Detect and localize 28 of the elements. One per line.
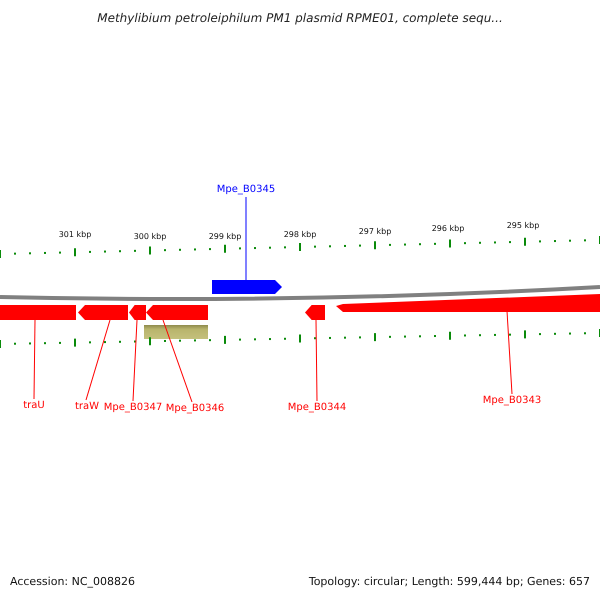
scale-label: 297 kbp <box>358 227 392 236</box>
gene-feature <box>305 305 325 320</box>
leader-line <box>316 320 318 402</box>
scale-label: 300 kbp <box>134 232 166 241</box>
title: Methylibium petroleiphilum PM1 plasmid RPME01, complete sequ... <box>97 11 503 25</box>
scale-label: 295 kbp <box>506 221 540 230</box>
accession-text: Accession: NC_008826 <box>10 575 136 588</box>
leader-line <box>34 320 36 400</box>
gene-label: Mpe_B0347 <box>104 402 162 414</box>
scale-label: 301 kbp <box>58 230 92 239</box>
leader-line <box>132 320 138 402</box>
gene-feature <box>129 305 146 320</box>
scale-label: 296 kbp <box>432 224 464 233</box>
gene-label: traW <box>74 401 100 413</box>
gene-label: Mpe_B0345 <box>216 184 276 196</box>
gene-label: traU <box>23 400 45 412</box>
gene-feature <box>212 280 282 294</box>
scale-label: 299 kbp <box>208 232 242 241</box>
gene-label: Mpe_B0344 <box>288 402 346 414</box>
leader-line <box>86 320 110 400</box>
genome-summary: Topology: circular; Length: 599,444 bp; Genes: 657 <box>308 575 590 588</box>
gene-feature <box>336 294 600 312</box>
scale-label: 298 kbp <box>284 230 316 239</box>
gene-label: Mpe_B0343 <box>482 395 542 407</box>
gene-label: Mpe_B0346 <box>166 403 224 415</box>
leader-line <box>506 310 512 394</box>
gene-feature <box>0 305 76 320</box>
leader-line <box>162 320 192 402</box>
